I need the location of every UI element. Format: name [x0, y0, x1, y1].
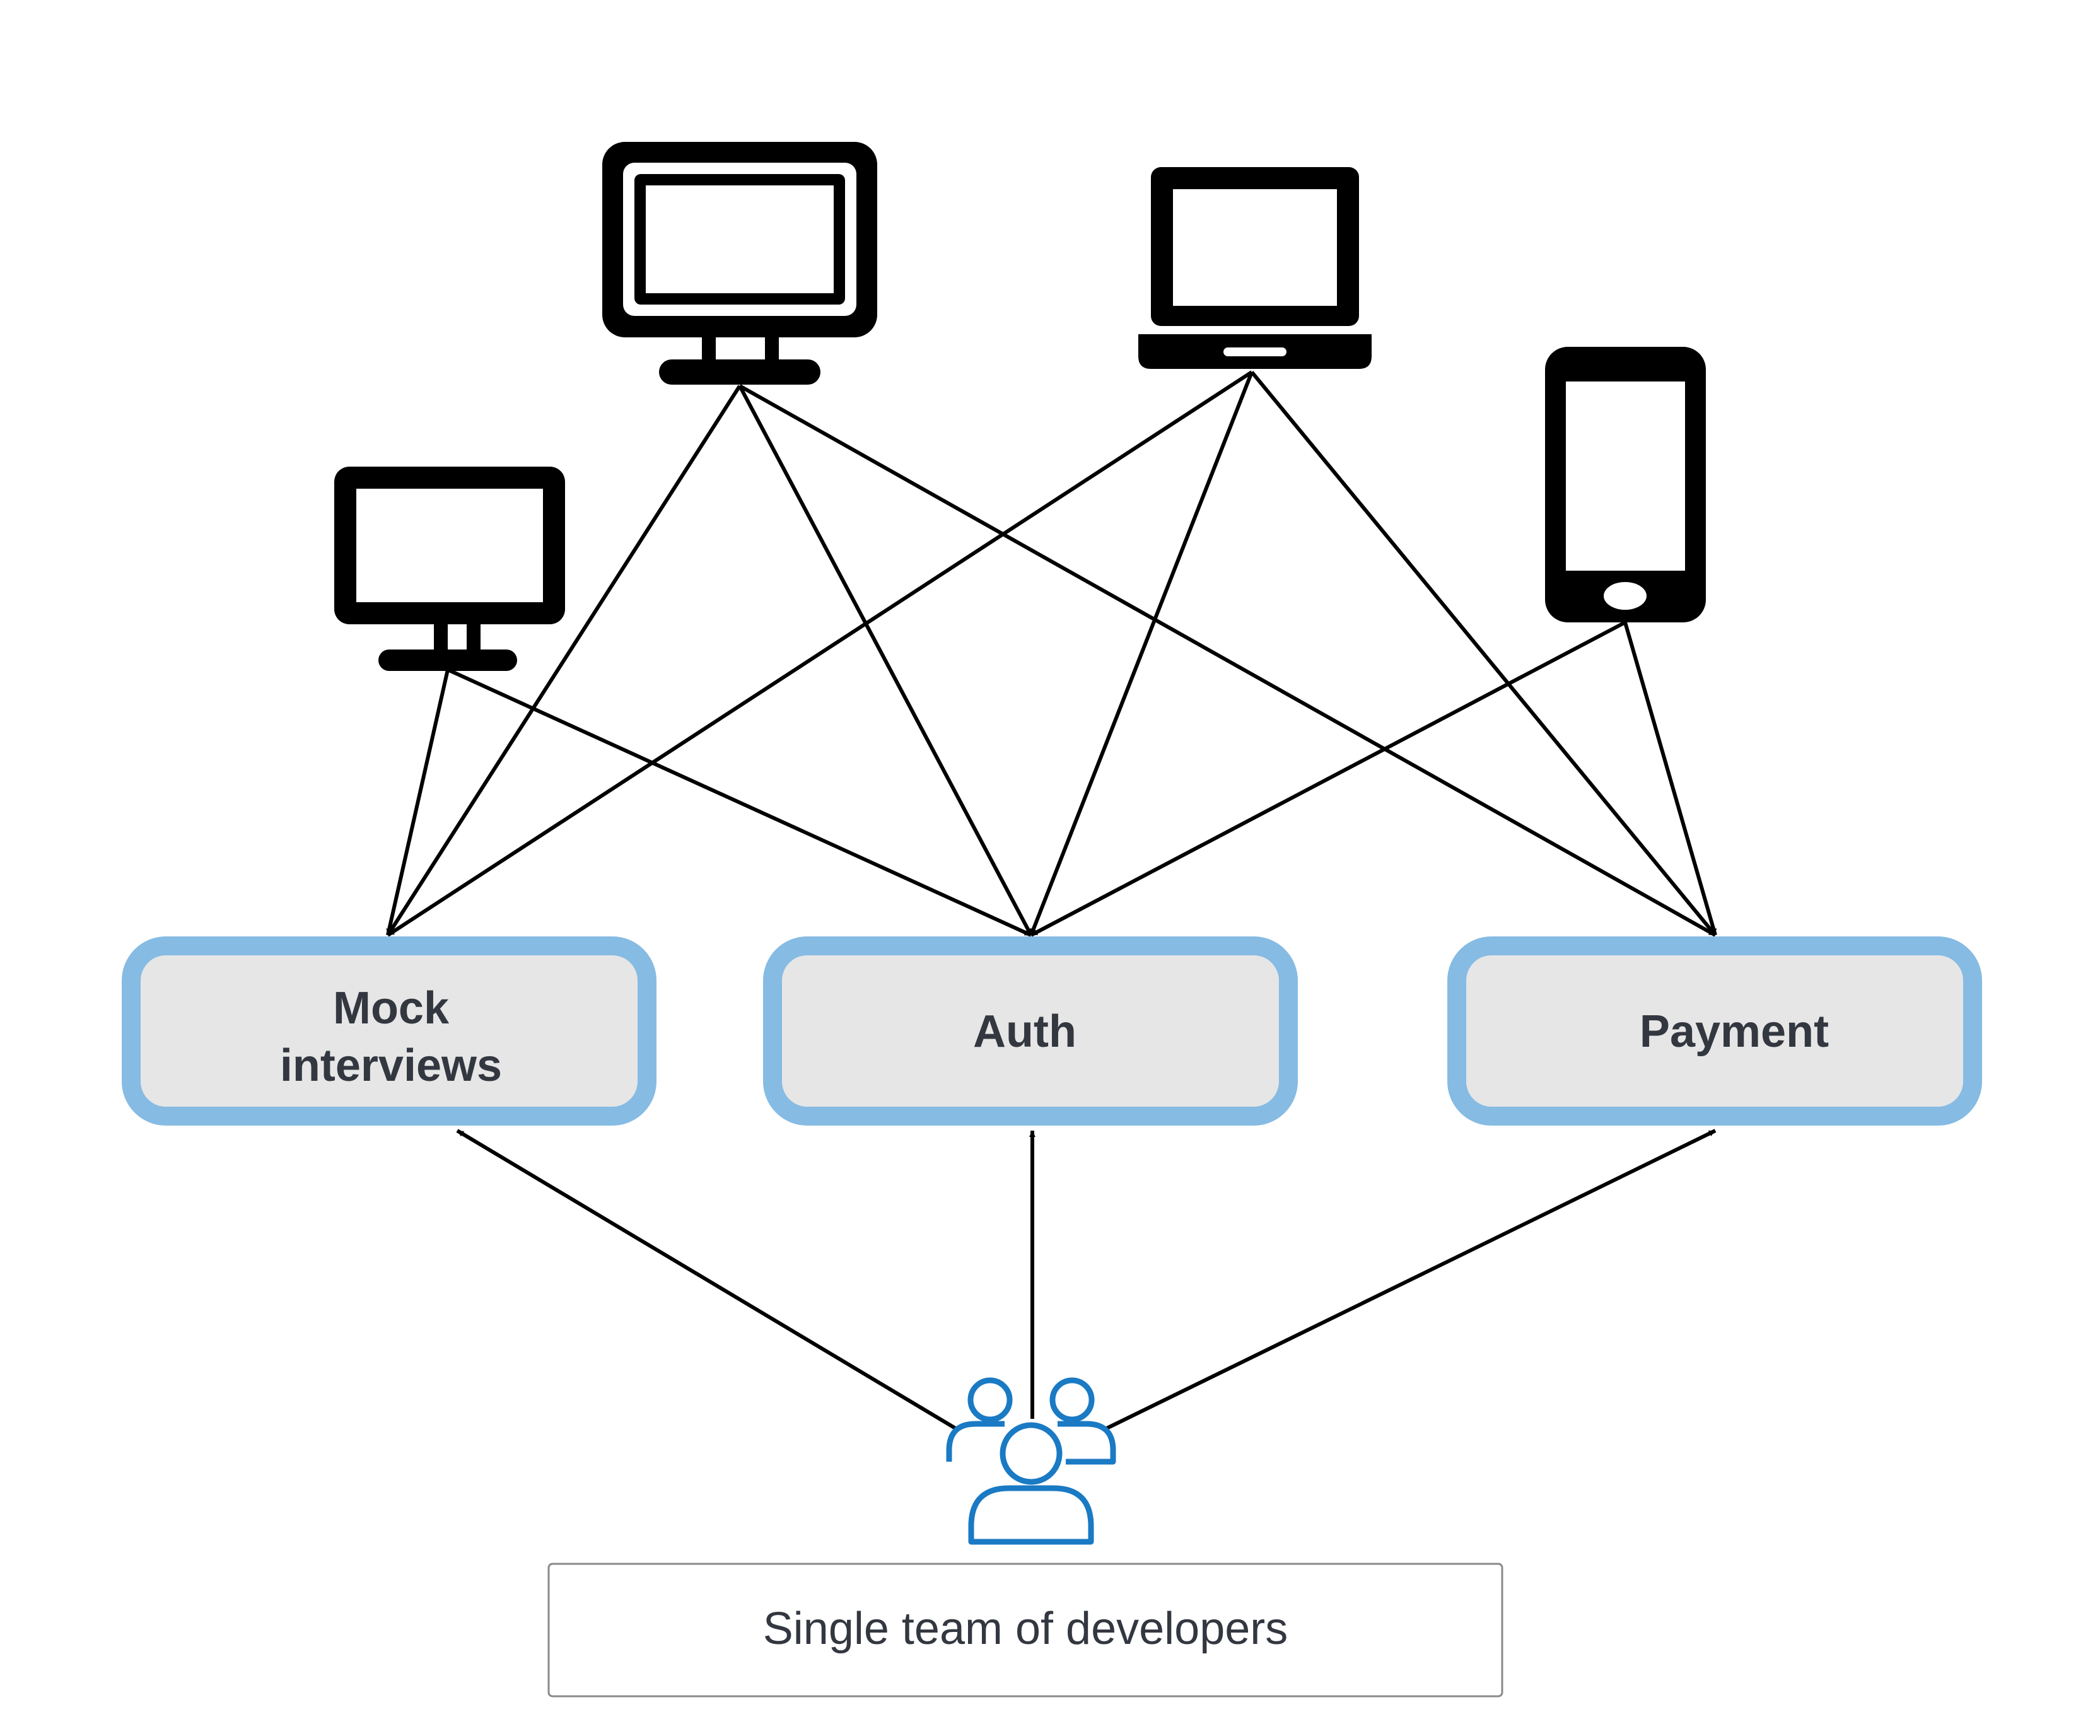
connector-laptop-to-mock	[387, 370, 1253, 937]
caption-box: Single team of developers	[547, 1563, 1503, 1698]
connector-small-monitor-to-auth	[446, 668, 1032, 937]
service-label-auth: Auth	[973, 1006, 1076, 1057]
service-label-mock-line2: interviews	[280, 1040, 502, 1091]
service-node-auth: Auth	[763, 936, 1298, 1126]
connector-large-monitor-to-mock	[386, 385, 742, 936]
device-connections	[386, 370, 1717, 937]
connector-smartphone-to-payment	[1623, 622, 1717, 936]
connector-small-monitor-to-mock	[386, 669, 450, 936]
connector-team-to-mock	[456, 1129, 957, 1430]
team-icon	[946, 1377, 1116, 1545]
caption-text: Single team of developers	[763, 1604, 1288, 1654]
service-node-mock: Mock interviews	[122, 936, 656, 1126]
team-connections	[456, 1129, 1717, 1430]
connector-smartphone-to-auth	[1030, 620, 1626, 937]
laptop-icon	[1138, 167, 1372, 369]
smartphone-icon	[1545, 347, 1706, 622]
connector-laptop-to-auth	[1029, 371, 1254, 936]
service-label-mock-line1: Mock	[333, 983, 450, 1034]
connector-large-monitor-to-auth	[738, 385, 1033, 936]
service-node-payment: Payment	[1447, 936, 1982, 1126]
large-monitor-icon	[602, 142, 877, 385]
connector-team-to-payment	[1105, 1129, 1717, 1430]
connector-large-monitor-to-payment	[738, 384, 1717, 937]
connector-laptop-to-payment	[1250, 371, 1717, 936]
small-monitor-icon	[334, 467, 565, 671]
service-label-payment: Payment	[1640, 1006, 1829, 1057]
